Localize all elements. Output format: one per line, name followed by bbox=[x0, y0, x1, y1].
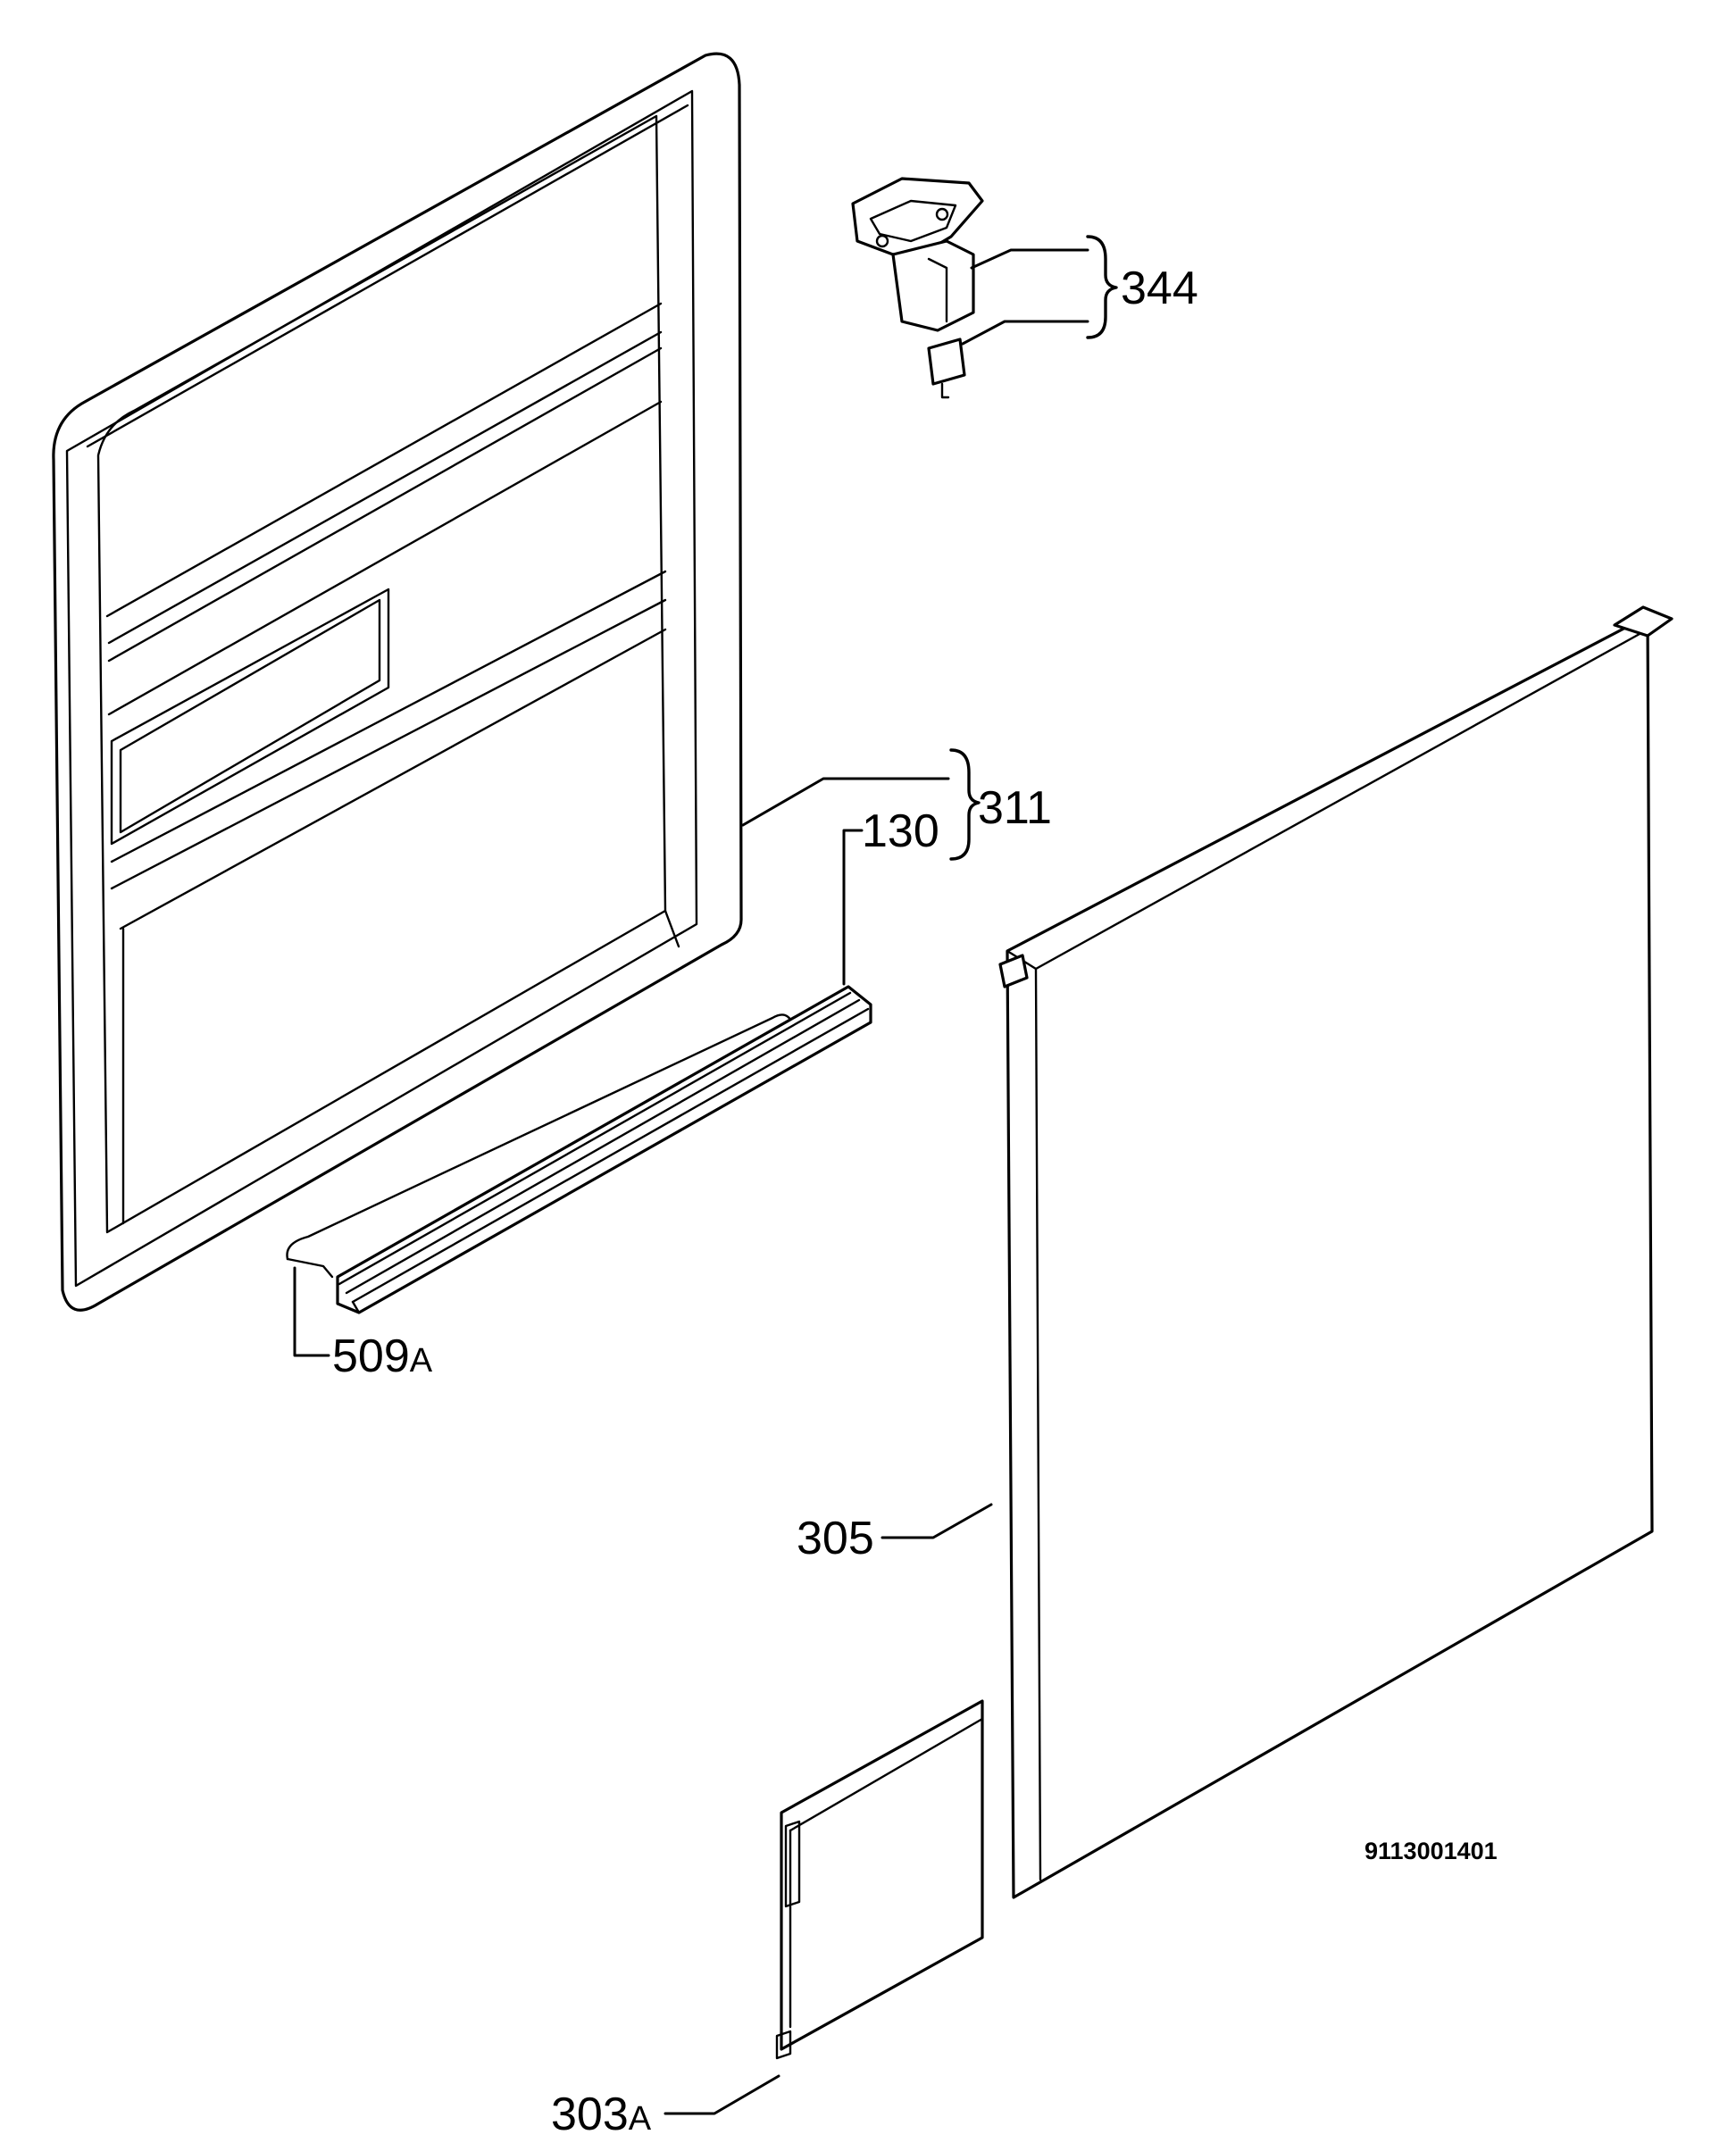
inner-door-panel bbox=[52, 52, 743, 1312]
callout-leaders bbox=[293, 235, 1118, 2115]
callout-311: 311 bbox=[978, 782, 1052, 834]
callout-130: 130 bbox=[862, 805, 939, 857]
outer-door-panel bbox=[998, 605, 1673, 1899]
hinge-wire bbox=[286, 1013, 795, 1279]
door-lock bbox=[851, 177, 984, 399]
lower-door-panel bbox=[775, 1699, 984, 2060]
callout-509a: 509A bbox=[332, 1330, 433, 1382]
document-number: 9113001401 bbox=[1365, 1838, 1498, 1864]
callout-344: 344 bbox=[1121, 263, 1198, 314]
door-seal-gasket bbox=[336, 985, 872, 1314]
callout-305: 305 bbox=[797, 1513, 874, 1564]
callout-303a: 303A bbox=[551, 2089, 652, 2140]
